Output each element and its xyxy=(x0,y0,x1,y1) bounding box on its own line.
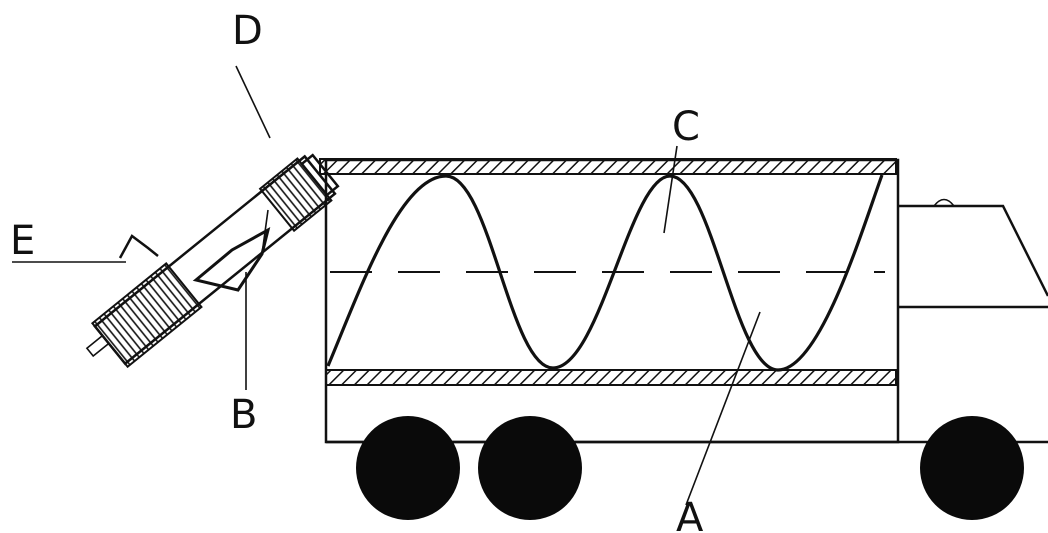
label-b: B xyxy=(230,392,257,438)
label-c: C xyxy=(672,104,700,150)
lower-ribbed-joint xyxy=(90,262,203,369)
cab-outline xyxy=(898,204,1048,297)
truck-cab xyxy=(898,198,1048,309)
leader-a xyxy=(685,311,761,506)
feed-outlet-flange xyxy=(300,153,340,197)
leader-d xyxy=(235,65,271,139)
hopper-e xyxy=(118,234,159,259)
leader-c xyxy=(663,145,678,234)
front-wheel xyxy=(920,416,1024,520)
top-hatched-wall xyxy=(319,158,897,175)
bottom-hatched-wall xyxy=(325,369,897,386)
motor-b-edge xyxy=(261,209,269,255)
label-e: E xyxy=(10,218,35,264)
rear-wheel-2 xyxy=(478,416,582,520)
label-d: D xyxy=(232,8,263,54)
feed-conveyor xyxy=(85,153,340,369)
rear-wheel-1 xyxy=(356,416,460,520)
cab-lamp-icon xyxy=(933,198,955,207)
tube-outline xyxy=(324,158,900,444)
label-a: A xyxy=(676,495,704,533)
tube-body xyxy=(319,158,1048,444)
spiral-screw-curve xyxy=(326,174,884,372)
inlet-stub xyxy=(85,334,110,358)
motor-b xyxy=(192,227,271,292)
